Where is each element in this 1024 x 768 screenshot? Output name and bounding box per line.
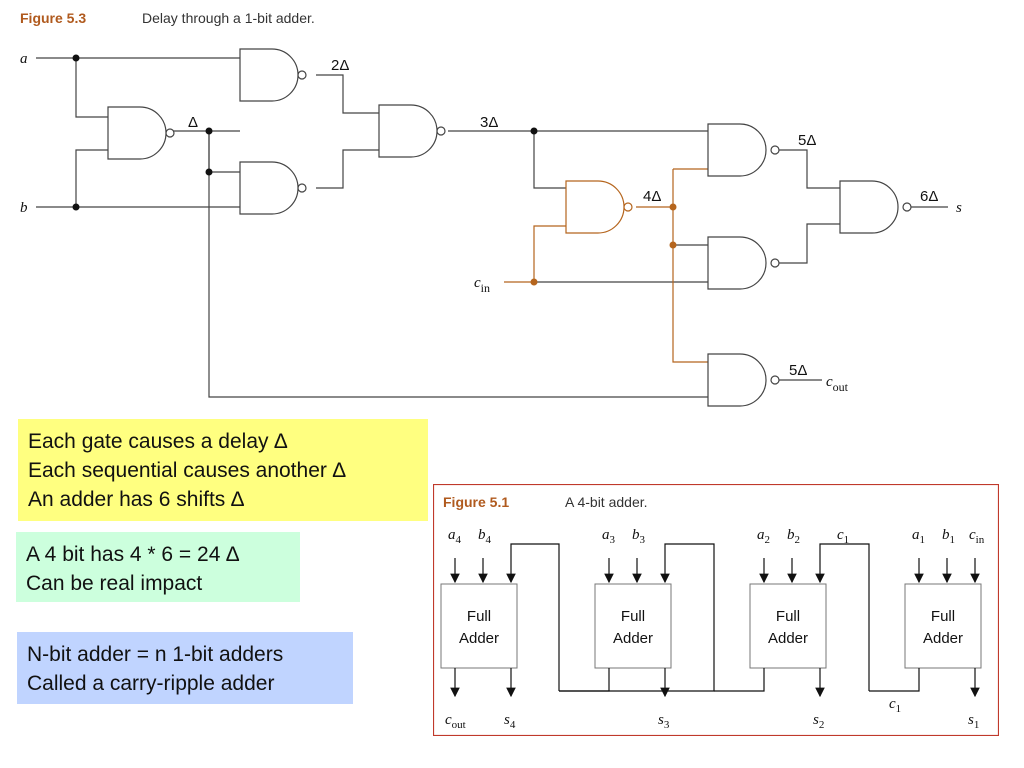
figure-5-1-diagram: Figure 5.1 A 4-bit adder. Full Adder a4 … [433,484,999,736]
delay-label-3: 3Δ [480,114,498,131]
nand-gate-2 [239,48,307,102]
carry-connect-wires [559,668,920,692]
input-b2-label: b2 [787,527,800,546]
input-b-label: b [20,200,28,216]
delay-label-4: 4Δ [643,188,661,205]
delay-label-5b: 5Δ [789,362,807,379]
junction-dots [72,54,677,286]
full-adder-label-line1: Full [931,608,955,625]
input-b1-label: b1 [942,527,955,546]
nand-gate-6 [707,123,780,177]
figure-5-1-caption: A 4-bit adder. [565,494,648,510]
figure-5-3-caption: Delay through a 1-bit adder. [142,10,315,26]
input-a4-label: a4 [448,527,462,546]
wires [36,57,948,398]
full-adder-label-line1: Full [621,608,645,625]
input-a3-label: a3 [602,527,616,546]
nand-gate-5-carry [565,180,633,234]
note-line: Each gate causes a delay ∆ [28,430,288,453]
output-s1-label: s1 [968,712,979,731]
carry-wires [504,168,708,363]
figure-5-1-number: Figure 5.1 [443,494,509,510]
figure-5-3-number: Figure 5.3 [20,10,86,26]
full-adder-label-line2: Adder [768,630,808,647]
full-adder-stage-3: Full Adder a3 b3 s3 [594,527,672,731]
input-a-label: a [20,51,28,67]
note-line: Each sequential causes another ∆ [28,459,346,482]
delay-label-6: 6Δ [920,188,938,205]
input-cin-label: cin [474,275,490,295]
full-adder-stage-1: Full Adder a1 b1 cin s1 [904,527,985,731]
note-line: An adder has 6 shifts ∆ [28,488,244,511]
full-adder-stage-2: Full Adder a2 b2 s2 [749,527,827,731]
full-adder-label-line2: Adder [923,630,963,647]
note-line: Called a carry-ripple adder [27,672,275,695]
note-4bit-delay: A 4 bit has 4 * 6 = 24 ∆ Can be real imp… [16,532,300,602]
output-s2-label: s2 [813,712,824,731]
input-b3-label: b3 [632,527,646,546]
input-a2-label: a2 [757,527,770,546]
delay-label-5a: 5Δ [798,132,816,149]
output-cout-label: cout [826,374,849,394]
nand-gate-8 [839,180,912,234]
delay-label-1: Δ [188,114,198,131]
figure-5-1-border [433,484,999,736]
output-s4-label: s4 [504,712,516,731]
full-adder-label-line1: Full [776,608,800,625]
nand-gate-9 [707,353,780,407]
nand-gate-3 [239,161,307,215]
note-line: A 4 bit has 4 * 6 = 24 ∆ [26,543,240,566]
carry-c1-top-label: c1 [837,527,849,546]
nand-gate-4 [378,104,446,158]
note-gate-delay: Each gate causes a delay ∆ Each sequenti… [18,419,428,521]
full-adder-label-line1: Full [467,608,491,625]
output-s-label: s [956,200,962,216]
input-cin-label: cin [969,527,985,546]
output-cout-label: cout [445,712,466,731]
full-adder-stage-4: Full Adder a4 b4 cout s4 [440,527,518,731]
nand-gate-7 [707,236,780,290]
delay-label-2: 2Δ [331,57,349,74]
note-line: Can be real impact [26,572,203,595]
note-carry-ripple: N-bit adder = n 1-bit adders Called a ca… [17,632,353,704]
carry-ripple-wires [506,543,870,692]
input-b4-label: b4 [478,527,492,546]
nand-gate-1 [107,106,175,160]
output-s3-label: s3 [658,712,670,731]
note-line: N-bit adder = n 1-bit adders [27,643,284,666]
carry-c1-bottom-label: c1 [889,696,901,715]
full-adder-label-line2: Adder [459,630,499,647]
full-adder-label-line2: Adder [613,630,653,647]
input-a1-label: a1 [912,527,925,546]
